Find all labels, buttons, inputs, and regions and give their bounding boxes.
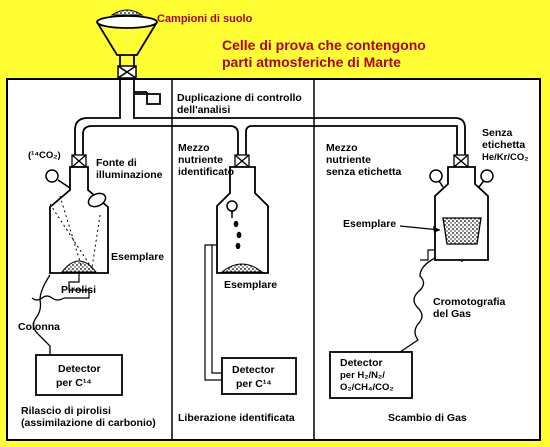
gauge-right-1	[429, 169, 444, 188]
soil-funnel	[96, 9, 158, 66]
sample-label-left: Esemplare	[111, 251, 165, 263]
nutrient-unlabeled-line-3: senza etichetta	[326, 166, 402, 178]
title-line-1: Celle di prova che contengono	[222, 37, 426, 53]
chromatography-line-1: Cromotografia	[433, 296, 506, 308]
detector-left-box	[35, 354, 123, 396]
valve-right	[453, 154, 469, 168]
chromatography-coil	[399, 257, 463, 353]
detector-right-line-2: per H₂/N₂/	[340, 370, 385, 381]
detector-right-line-3: O₂/CH₄/CO₂	[340, 382, 394, 393]
valve-middle	[234, 154, 250, 168]
caption-left-line-1: Rilascio di pirolisi	[21, 405, 111, 417]
detector-left-line-1: Detector	[58, 363, 101, 375]
nutrient-dropper	[226, 200, 242, 250]
detector-middle-line-2: per C¹⁴	[236, 378, 272, 390]
nutrient-identified-line-2: nutriente	[178, 154, 223, 166]
caption-middle: Liberazione identificata	[178, 412, 295, 424]
pyrolysis-heater	[31, 273, 90, 301]
column-coil-left	[32, 274, 51, 358]
co2-gauge-left	[45, 169, 71, 189]
duplication-label-line-2: dell'analisi	[177, 104, 231, 116]
funnel-valve	[117, 65, 137, 79]
manifold	[74, 92, 466, 155]
gauge-right-2	[478, 169, 494, 188]
funnel-stem	[119, 78, 135, 92]
nutrient-unlabeled-line-1: Mezzo	[326, 142, 358, 154]
column-label: Colonna	[18, 321, 60, 333]
gas-exchange-cell	[434, 166, 489, 261]
sample-label-right: Esemplare	[343, 218, 397, 230]
detector-right-box	[329, 351, 413, 399]
co2-label: (¹⁴CO₂)	[28, 150, 61, 161]
unlabeled-line-1: Senza	[482, 127, 513, 139]
sample-label-middle: Esemplare	[224, 279, 278, 291]
nutrient-unlabeled-line-2: nutriente	[326, 154, 371, 166]
caption-right: Scambio di Gas	[388, 412, 467, 424]
labelled-release-cell	[216, 166, 269, 274]
soil-samples-label: Campioni di suolo	[157, 13, 253, 25]
sample-arrow-head	[433, 226, 440, 233]
nutrient-identified-line-1: Mezzo	[178, 142, 210, 154]
caption-left-line-2: (assimilazione di carbonio)	[21, 417, 156, 429]
chromatography-line-2: del Gas	[433, 308, 471, 320]
detector-middle-box	[221, 357, 297, 395]
nutrient-identified-line-3: identificato	[178, 166, 235, 178]
middle-detector-line	[204, 244, 222, 381]
gases-label: He/Kr/CO₂	[482, 152, 529, 163]
valve-left	[71, 154, 87, 168]
duplication-label-line-1: Duplicazione di controllo	[177, 92, 302, 104]
light-source-lamp	[87, 192, 107, 208]
detector-left-line-2: per C¹⁴	[56, 377, 92, 389]
duplication-pipe	[134, 91, 161, 105]
title-line-2: parti atmosferiche di Marte	[222, 54, 401, 70]
light-source-label-1: Fonte di	[96, 157, 137, 169]
right-heater	[420, 249, 435, 261]
detector-right-line-1: Detector	[340, 357, 383, 369]
sample-arrow	[399, 225, 441, 231]
unlabeled-line-2: etichetta	[482, 139, 526, 151]
light-source-label-2: illuminazione	[96, 169, 163, 181]
pyrolysis-label: Pirolisi	[61, 284, 97, 296]
detector-middle-line-1: Detector	[232, 364, 275, 376]
pyrolysis-cell	[49, 166, 109, 274]
